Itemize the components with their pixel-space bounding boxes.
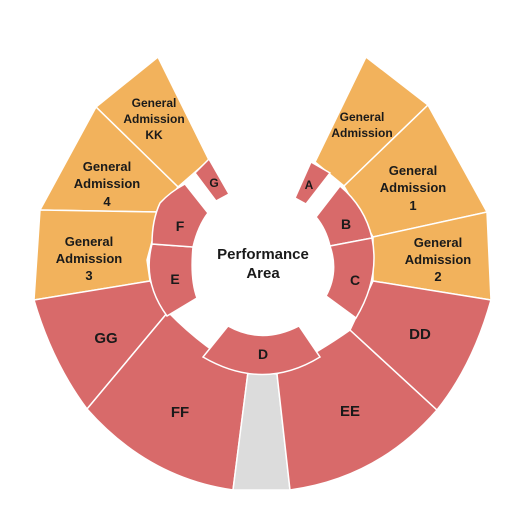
label-general-admission-top-2: Admission [331,126,392,140]
label-general-admission-2-1: General [414,235,462,250]
label-general-admission-kk-3: KK [145,128,163,142]
label-general-admission-3-1: General [65,234,113,249]
label-general-admission-1-1: General [389,163,437,178]
section-e[interactable] [148,243,198,317]
label-general-admission-3-3: 3 [85,268,92,283]
label-section-d: D [258,346,268,362]
label-section-b: B [341,216,351,232]
section-a[interactable] [294,160,332,205]
section-f[interactable] [151,183,209,248]
section-dd[interactable] [349,280,492,412]
label-general-admission-kk-1: General [132,96,177,110]
label-general-admission-top-1: General [340,110,385,124]
label-section-dd: DD [409,326,431,343]
label-section-f: F [176,218,185,234]
label-general-admission-2-3: 2 [434,269,441,284]
performance-area: Performance Area [217,246,309,282]
performance-area-label-line2: Area [246,265,280,282]
label-general-admission-3-2: Admission [56,251,123,266]
label-general-admission-2-2: Admission [405,252,472,267]
label-section-ee: EE [340,403,360,420]
section-c[interactable] [325,237,375,320]
section-g[interactable] [194,157,231,202]
label-general-admission-4-1: General [83,159,131,174]
label-general-admission-4-2: Admission [74,176,141,191]
section-d[interactable] [201,325,322,376]
label-general-admission-4-3: 4 [103,194,111,209]
label-general-admission-1-2: Admission [380,180,447,195]
label-section-gg: GG [94,330,117,347]
label-section-ff: FF [171,404,189,421]
label-section-g: G [209,176,218,190]
label-section-c: C [350,272,360,288]
label-section-a: A [305,178,314,192]
performance-area-label-line1: Performance [217,246,309,263]
label-general-admission-kk-2: Admission [123,112,184,126]
label-general-admission-1-3: 1 [409,198,416,213]
label-section-e: E [170,271,179,287]
